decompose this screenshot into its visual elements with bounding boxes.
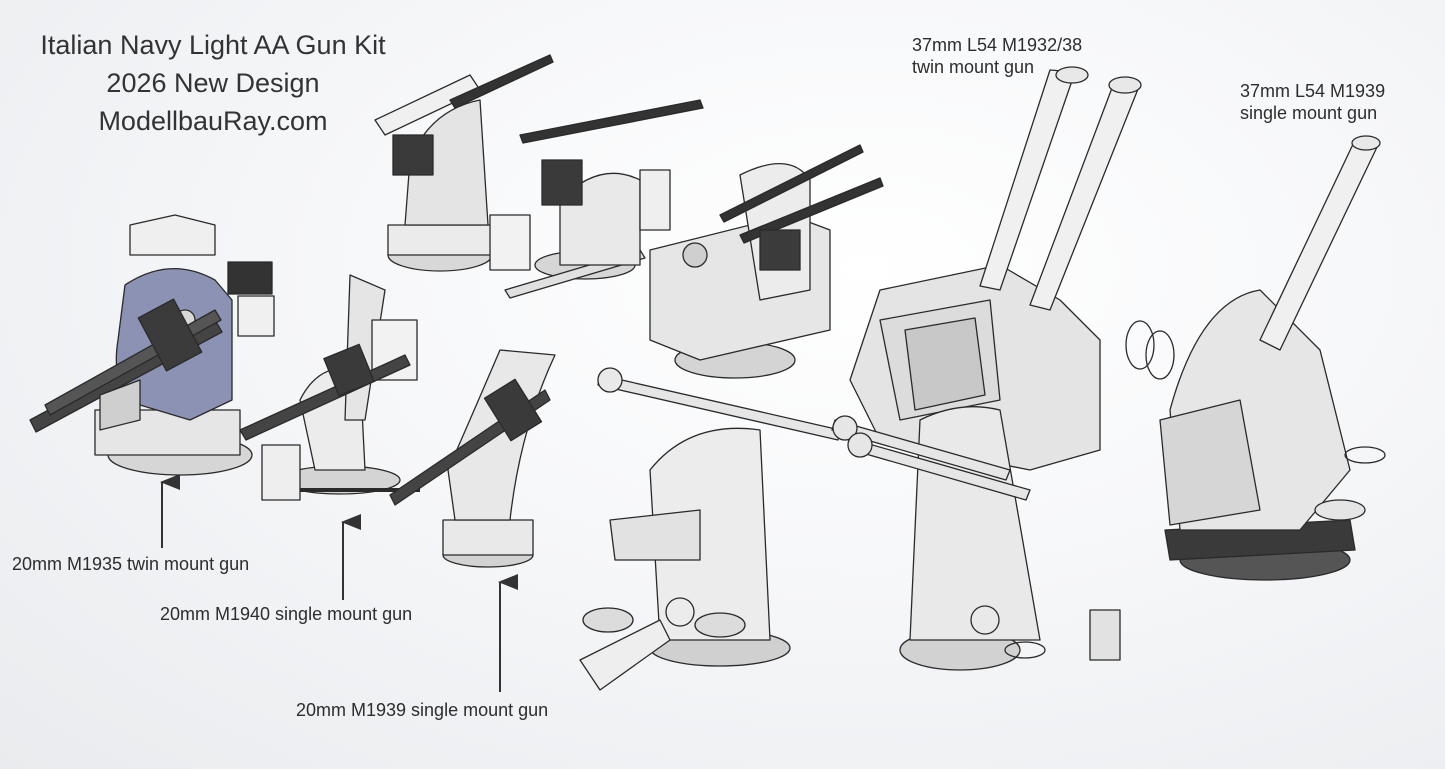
label-37mm-m1932-38-line2: twin mount gun	[912, 57, 1035, 77]
label-20mm-m1940: 20mm M1940 single mount gun	[160, 604, 413, 624]
title-line-2: 2026 New Design	[106, 68, 320, 98]
label-37mm-m1939: 37mm L54 M1939 single mount gun	[1240, 80, 1385, 124]
kit-title: Italian Navy Light AA Gun Kit 2026 New D…	[18, 26, 408, 140]
gun-37mm-l54-m1939-single-mount	[1159, 135, 1386, 581]
label-20mm-m1939: 20mm M1939 single mount gun	[296, 700, 549, 720]
gun-20mm-m1939-single-mount	[389, 349, 556, 568]
label-37mm-m1932-38: 37mm L54 M1932/38 twin mount gun	[912, 34, 1082, 78]
gun-37mm-single-center	[579, 367, 841, 691]
label-37mm-m1932-38-line1: 37mm L54 M1932/38	[912, 35, 1083, 55]
gun-20mm-top-left	[374, 54, 554, 272]
pointer-arrows	[160, 474, 518, 692]
title-line-1: Italian Navy Light AA Gun Kit	[40, 30, 386, 60]
title-line-3: ModellbauRay.com	[98, 106, 328, 136]
label-37mm-m1939-line2: single mount gun	[1240, 103, 1378, 123]
gun-20mm-m1940-single-mount	[239, 274, 420, 501]
gun-20mm-m1935-twin-mount	[29, 214, 275, 476]
label-37mm-m1939-line1: 37mm L54 M1939	[1240, 81, 1386, 101]
gun-20mm-top-middle	[489, 99, 704, 299]
gun-37mm-l54-m1932-38-twin-mount	[831, 66, 1175, 671]
gun-20mm-twin-center	[649, 144, 884, 379]
label-20mm-m1935: 20mm M1935 twin mount gun	[12, 554, 250, 574]
